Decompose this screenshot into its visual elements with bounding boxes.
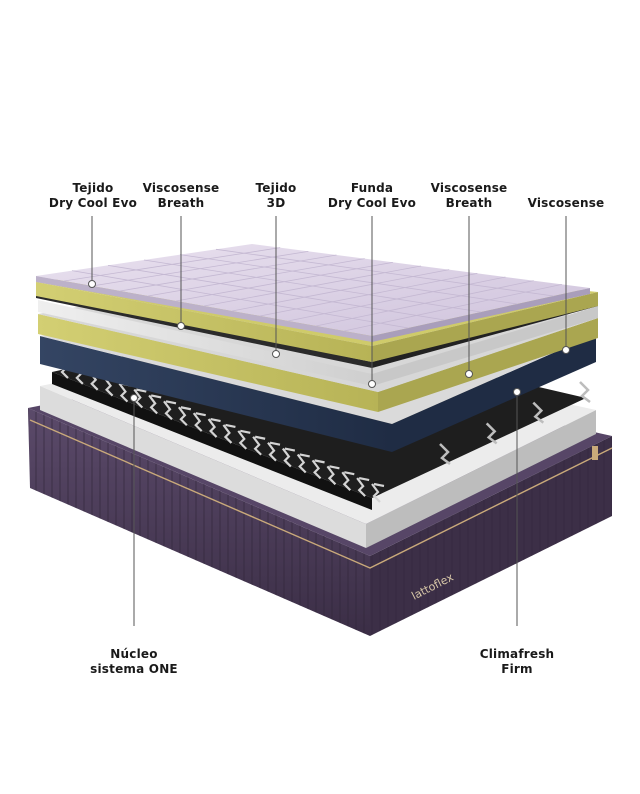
spring-module xyxy=(326,465,340,486)
quilt-grid xyxy=(63,247,562,332)
label-line: Viscosense xyxy=(430,181,508,195)
spring-module xyxy=(207,417,221,438)
spring-module xyxy=(281,447,296,468)
spring-module xyxy=(267,441,281,462)
label-line: Núcleo xyxy=(110,647,158,661)
spring-module xyxy=(163,400,177,421)
label-tejido-3d: Tejido 3D xyxy=(236,181,316,211)
spring-module xyxy=(371,482,385,503)
quilt-line xyxy=(71,270,409,329)
quilt-line xyxy=(215,248,554,297)
spring-module xyxy=(532,401,545,424)
quilt-line xyxy=(143,259,482,313)
label-line: Breath xyxy=(445,196,493,210)
spring-module xyxy=(439,443,451,465)
label-line: Tejido xyxy=(72,181,114,195)
spring-module xyxy=(356,477,370,497)
spring-module xyxy=(485,422,498,445)
label-line: Dry Cool Evo xyxy=(327,196,417,210)
top-fabric-layer xyxy=(36,244,590,342)
label-tejido-dry-cool-evo: Tejido Dry Cool Evo xyxy=(40,181,146,211)
spring-module xyxy=(311,459,325,480)
label-funda-dry-cool-evo: Funda Dry Cool Evo xyxy=(319,181,425,211)
label-viscosense: Viscosense xyxy=(521,196,611,211)
viscosense-layer xyxy=(38,300,598,386)
spring-module xyxy=(222,423,236,444)
spring-module xyxy=(192,412,206,432)
spring-module xyxy=(252,435,266,456)
label-line: Breath xyxy=(157,196,205,210)
spring-module xyxy=(579,381,591,403)
label-nucleo-sistema-one: Núcleo sistema ONE xyxy=(79,647,189,677)
label-line: 3D xyxy=(266,196,286,210)
spring-module xyxy=(237,429,251,450)
quilt-line xyxy=(179,254,518,305)
label-climafresh-firm: Climafresh Firm xyxy=(467,647,567,677)
label-line: Dry Cool Evo xyxy=(48,196,138,210)
leader-markers xyxy=(88,280,570,402)
leader-lines xyxy=(91,216,567,626)
label-line: Firm xyxy=(501,662,533,676)
spring-module xyxy=(133,388,147,409)
label-line: sistema ONE xyxy=(90,662,178,676)
label-line: Funda xyxy=(350,181,394,195)
label-viscosense-breath-1: Viscosense Breath xyxy=(131,181,231,211)
label-line: Tejido xyxy=(255,181,297,195)
spring-module xyxy=(148,394,162,415)
label-line: Climafresh xyxy=(479,647,555,661)
spring-module xyxy=(177,406,192,427)
spring-module xyxy=(296,453,310,474)
spring-module xyxy=(341,471,355,491)
brand-tag xyxy=(592,446,598,460)
label-line: Viscosense xyxy=(527,196,605,210)
label-viscosense-breath-2: Viscosense Breath xyxy=(419,181,519,211)
label-line: Viscosense xyxy=(142,181,220,195)
